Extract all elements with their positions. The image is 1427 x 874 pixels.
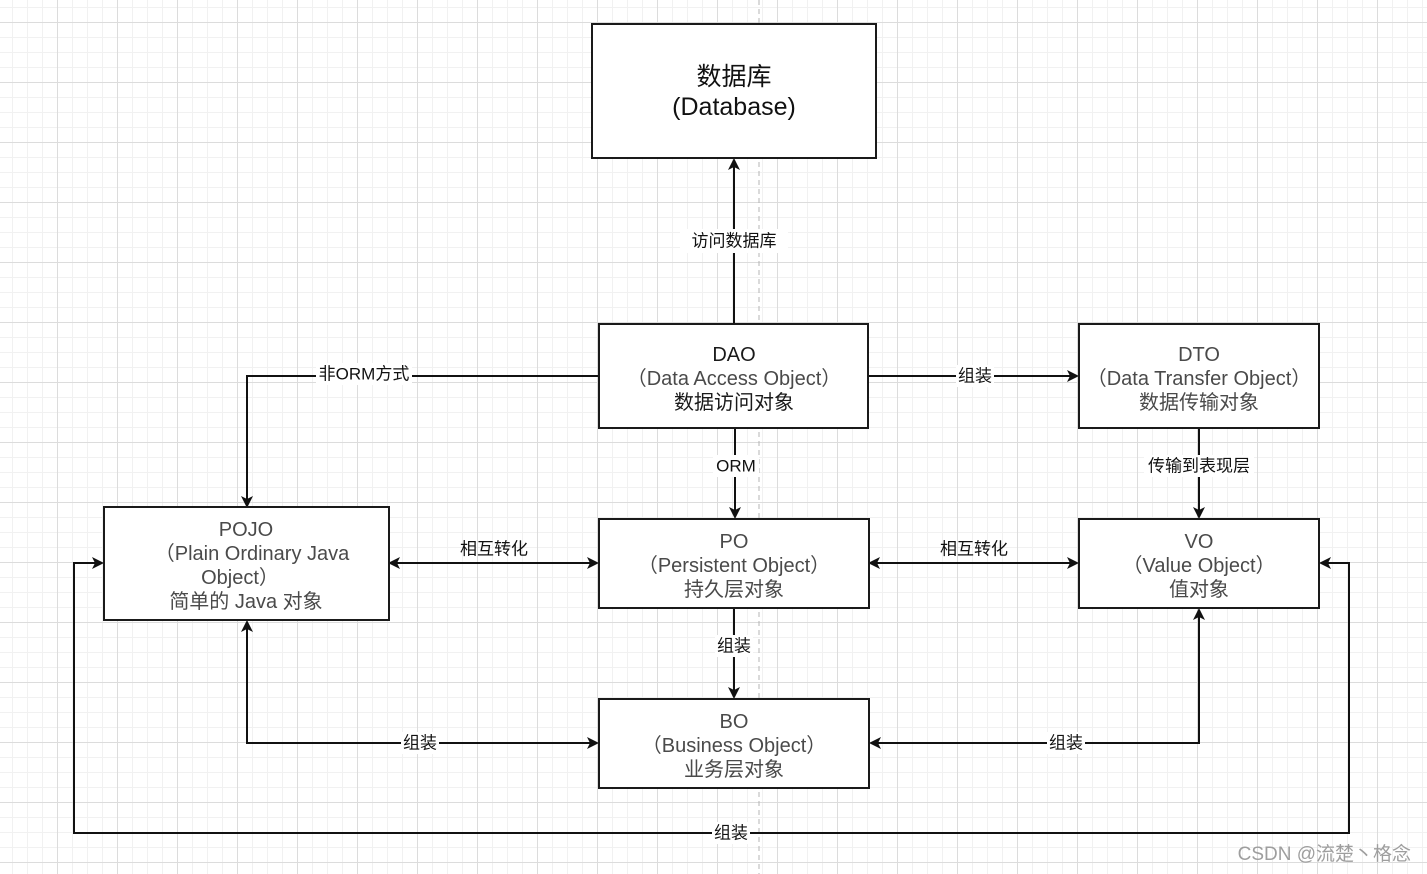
edge-dao-to-pojo[interactable]: 非ORM方式: [241, 363, 599, 508]
node-dao-chinese: 数据访问对象: [674, 391, 794, 414]
node-po-title: PO: [720, 531, 749, 553]
edge-label-assemble-bo: 组装: [717, 637, 751, 656]
edge-label-non-orm: 非ORM方式: [319, 365, 410, 384]
edge-pojo-bo[interactable]: 组装: [241, 620, 599, 754]
node-vo[interactable]: VO （Value Object） 值对象: [1078, 518, 1320, 609]
node-vo-title: VO: [1185, 531, 1214, 553]
edge-dto-to-vo[interactable]: 传输到表现层: [1144, 429, 1254, 519]
edge-label-convert-1: 相互转化: [460, 540, 528, 559]
edge-label-convert-2: 相互转化: [940, 540, 1008, 559]
node-database-subtitle: (Database): [672, 93, 796, 121]
node-bo-chinese: 业务层对象: [684, 758, 784, 781]
edge-dao-to-database[interactable]: 访问数据库: [680, 158, 788, 323]
node-database[interactable]: 数据库 (Database): [591, 23, 877, 159]
edge-dao-to-po[interactable]: ORM: [713, 429, 759, 519]
node-dto-title: DTO: [1178, 344, 1220, 366]
node-dao[interactable]: DAO （Data Access Object） 数据访问对象: [598, 323, 869, 429]
node-dto-chinese: 数据传输对象: [1139, 391, 1259, 414]
edge-dao-to-dto[interactable]: 组装: [869, 365, 1079, 387]
node-po[interactable]: PO （Persistent Object） 持久层对象: [598, 518, 870, 609]
node-bo-title: BO: [720, 711, 749, 733]
edge-vo-bo[interactable]: 组装: [869, 608, 1205, 754]
watermark: CSDN @流楚丶格念: [1237, 844, 1411, 865]
node-vo-chinese: 值对象: [1169, 578, 1229, 601]
edge-po-to-bo[interactable]: 组装: [715, 609, 753, 699]
edge-label-orm: ORM: [716, 457, 756, 476]
edge-label-assemble-pojo-bo: 组装: [403, 734, 437, 753]
node-po-fullname: （Persistent Object）: [638, 554, 830, 577]
edge-label-access-db: 访问数据库: [692, 232, 777, 251]
node-dao-title: DAO: [712, 344, 755, 366]
edge-pojo-po-convert[interactable]: 相互转化: [388, 540, 599, 569]
node-vo-fullname: （Value Object）: [1122, 554, 1275, 577]
node-dao-fullname: （Data Access Object）: [627, 367, 842, 390]
edge-pojo-vo-loop[interactable]: 组装: [73, 557, 1350, 844]
node-pojo-title: POJO: [219, 519, 273, 541]
node-bo[interactable]: BO （Business Object） 业务层对象: [598, 698, 870, 789]
edge-label-assemble-vo-bo: 组装: [1049, 734, 1083, 753]
node-po-chinese: 持久层对象: [684, 578, 784, 601]
node-pojo-fullname-1: （Plain Ordinary Java: [155, 542, 350, 565]
node-pojo[interactable]: POJO （Plain Ordinary Java Object） 简单的 Ja…: [103, 506, 390, 621]
node-dto-fullname: （Data Transfer Object）: [1087, 367, 1312, 390]
node-database-title: 数据库: [696, 63, 771, 91]
node-dto[interactable]: DTO （Data Transfer Object） 数据传输对象: [1078, 323, 1320, 429]
edge-label-assemble-dto: 组装: [958, 367, 992, 386]
edge-label-to-presentation: 传输到表现层: [1148, 457, 1250, 476]
node-pojo-chinese: 简单的 Java 对象: [169, 590, 322, 613]
node-pojo-fullname-2: Object）: [201, 566, 279, 589]
edge-label-assemble-loop: 组装: [714, 824, 748, 843]
node-bo-fullname: （Business Object）: [642, 734, 827, 757]
edge-po-vo-convert[interactable]: 相互转化: [868, 540, 1079, 569]
